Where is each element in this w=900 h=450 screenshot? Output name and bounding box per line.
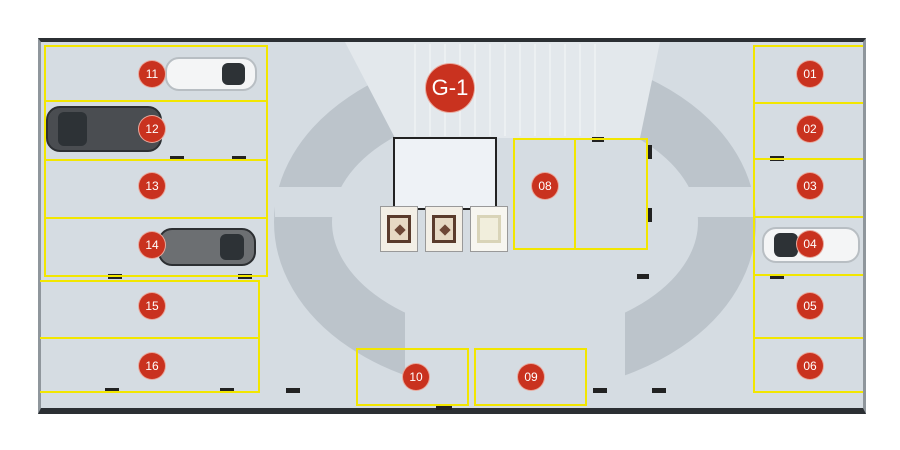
parking-slot-16[interactable] <box>40 337 260 393</box>
floor-label: G-1 <box>426 64 474 112</box>
slot-number: 16 <box>139 353 165 379</box>
slot-number: 12 <box>139 116 165 142</box>
parking-slot-06[interactable] <box>753 337 863 393</box>
parking-slot-14[interactable] <box>44 217 268 277</box>
slot-number: 04 <box>797 231 823 257</box>
parking-slot-10[interactable] <box>356 348 469 406</box>
elevator-3 <box>470 206 508 252</box>
parking-slot-09[interactable] <box>474 348 587 406</box>
slot-number: 15 <box>139 293 165 319</box>
slot-number: 01 <box>797 61 823 87</box>
slot-number: 13 <box>139 173 165 199</box>
elevator-icon <box>439 224 451 236</box>
car-white <box>165 57 257 91</box>
slot-number: 14 <box>139 232 165 258</box>
slot-number: 03 <box>797 173 823 199</box>
slot-number: 06 <box>797 353 823 379</box>
elevator-icon <box>394 224 406 236</box>
car-grey <box>158 228 256 266</box>
slot-number: 08 <box>532 173 558 199</box>
parking-slot-08-adjacent[interactable] <box>574 138 648 250</box>
slot-number: 09 <box>518 364 544 390</box>
slot-number: 10 <box>403 364 429 390</box>
elevator-2 <box>425 206 463 252</box>
slot-number: 02 <box>797 116 823 142</box>
stair-core <box>393 137 497 210</box>
slot-number: 05 <box>797 293 823 319</box>
slot-number: 11 <box>139 61 165 87</box>
elevator-1 <box>380 206 418 252</box>
